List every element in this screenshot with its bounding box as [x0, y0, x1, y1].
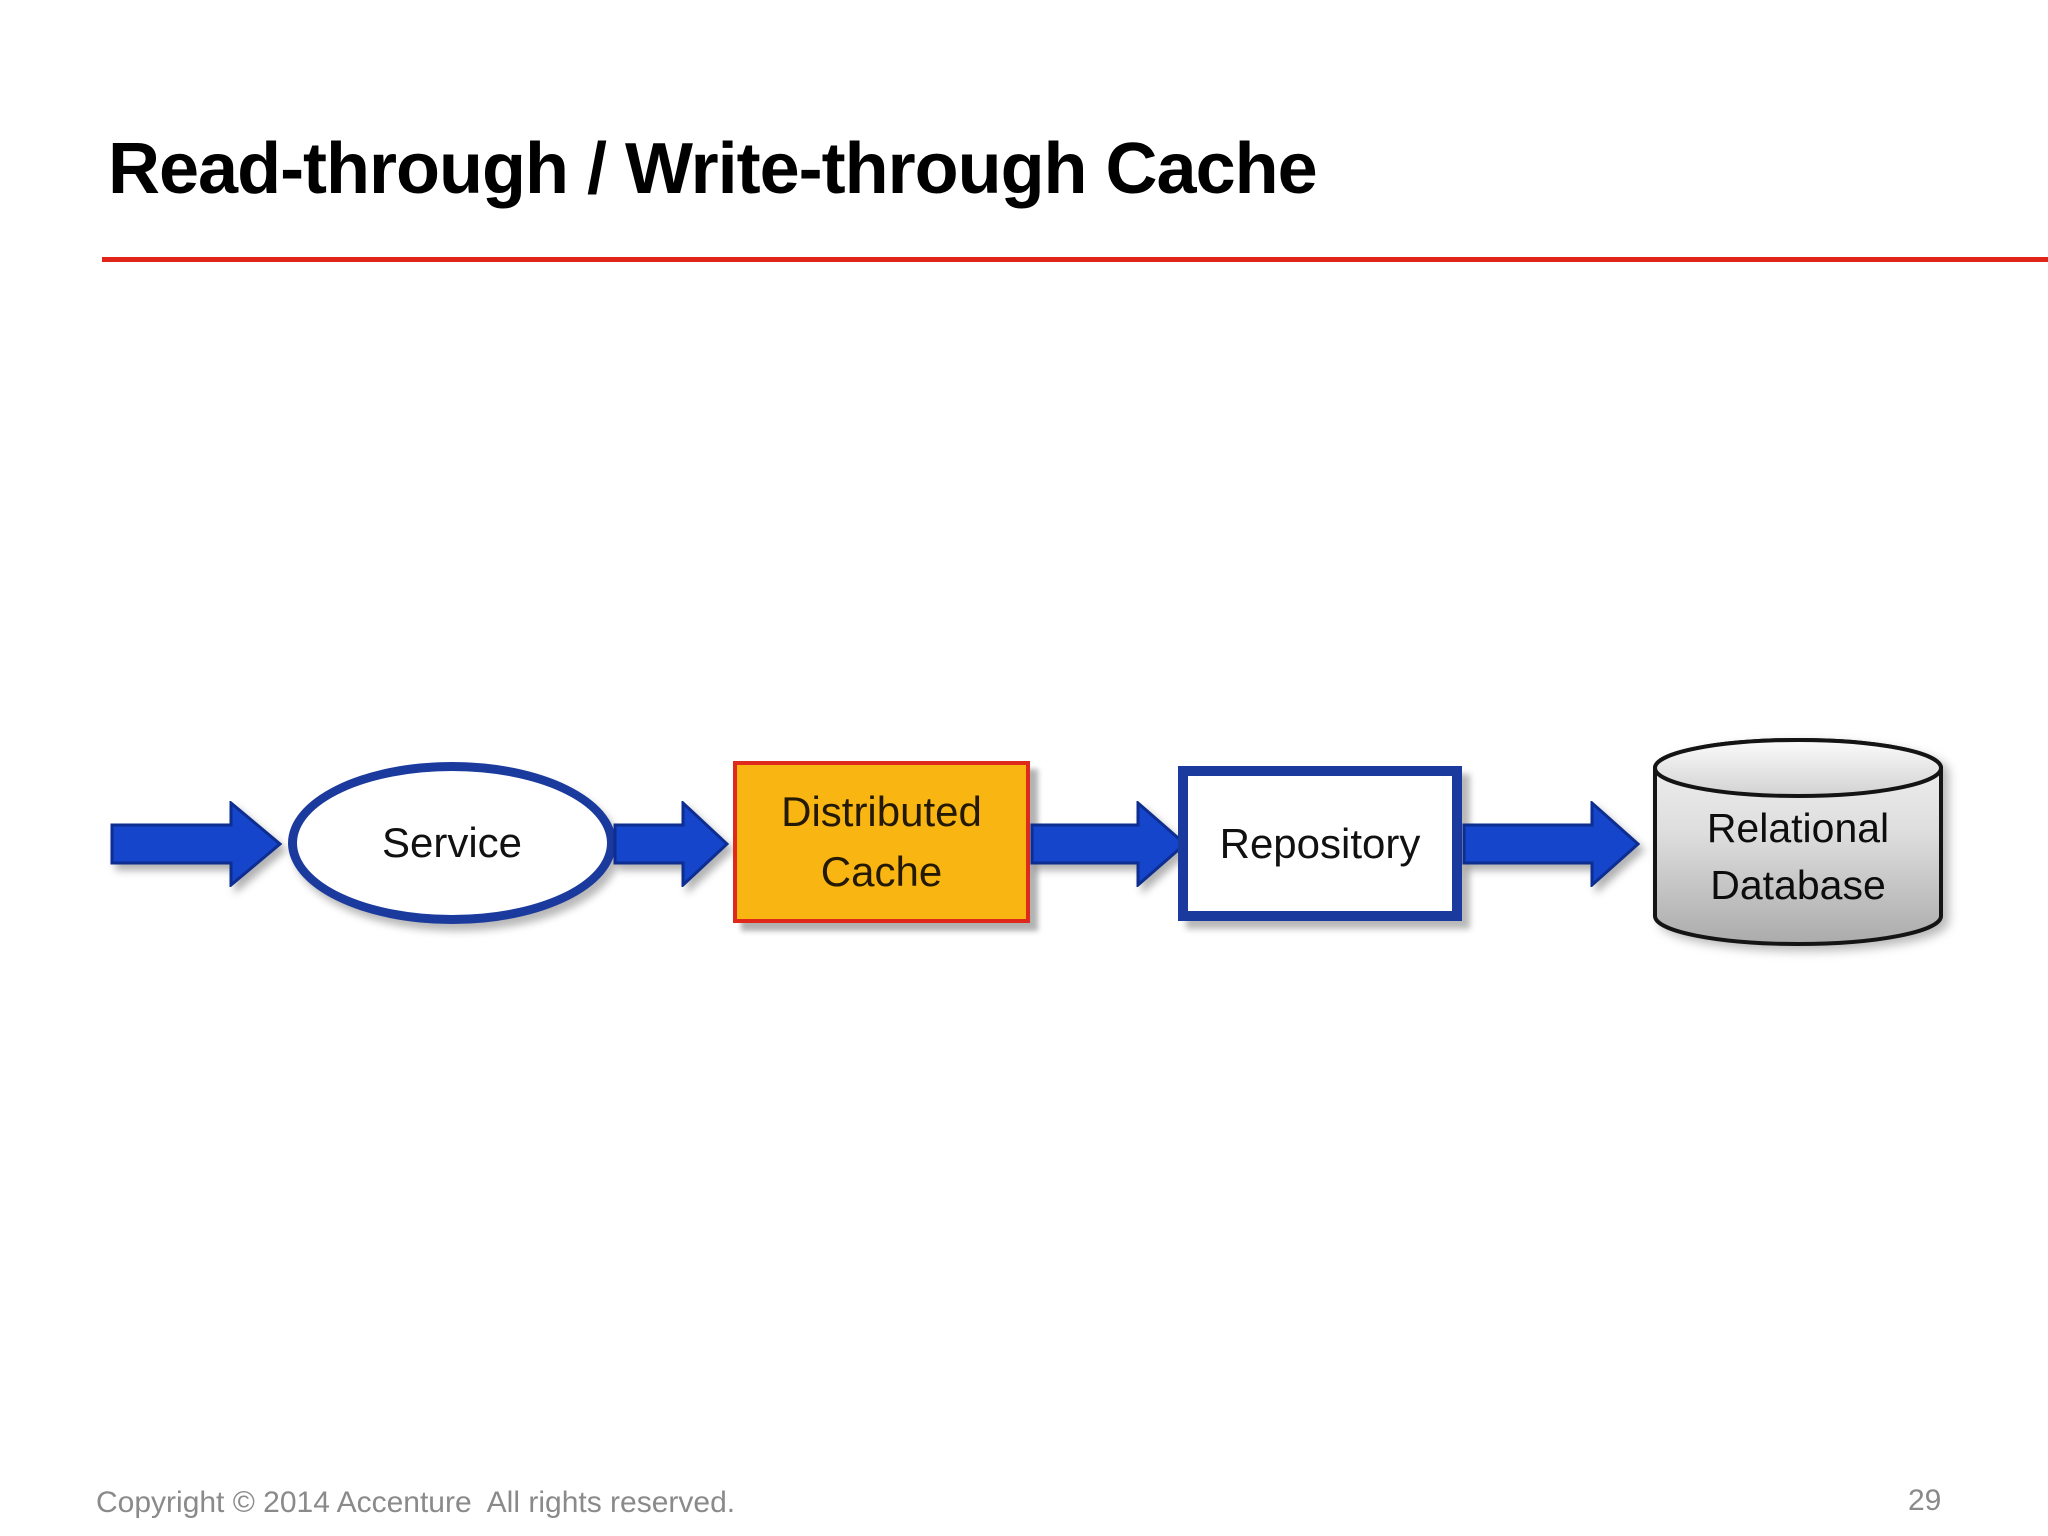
service-label: Service — [381, 819, 523, 866]
title-underline — [102, 257, 2048, 262]
flow-arrow-3 — [1030, 801, 1187, 887]
flow-arrow-icon — [1462, 801, 1640, 887]
repository-label: Repository — [1219, 819, 1421, 867]
flow-arrow-1 — [110, 801, 283, 887]
flow-arrow-icon — [1030, 801, 1187, 887]
service-node: Service — [288, 762, 616, 924]
relational-database-node: Relational Database — [1650, 736, 1946, 948]
distributed-cache-label: Distributed Cache — [781, 788, 982, 895]
distributed-cache-node: Distributed Cache — [733, 761, 1030, 923]
page-number: 29 — [1908, 1484, 1942, 1517]
footer-copyright: Copyright © 2014 Accenture All rights re… — [96, 1486, 736, 1519]
repository-node: Repository — [1178, 766, 1462, 921]
flow-arrow-2 — [613, 801, 729, 887]
relational-database-label: Relational Database — [1706, 805, 1890, 908]
flow-arrow-4 — [1462, 801, 1640, 887]
page-title: Read-through / Write-through Cache — [108, 129, 1318, 209]
flow-arrow-icon — [613, 801, 729, 887]
database-cylinder-icon — [1653, 738, 1943, 946]
flow-arrow-icon — [110, 801, 283, 887]
